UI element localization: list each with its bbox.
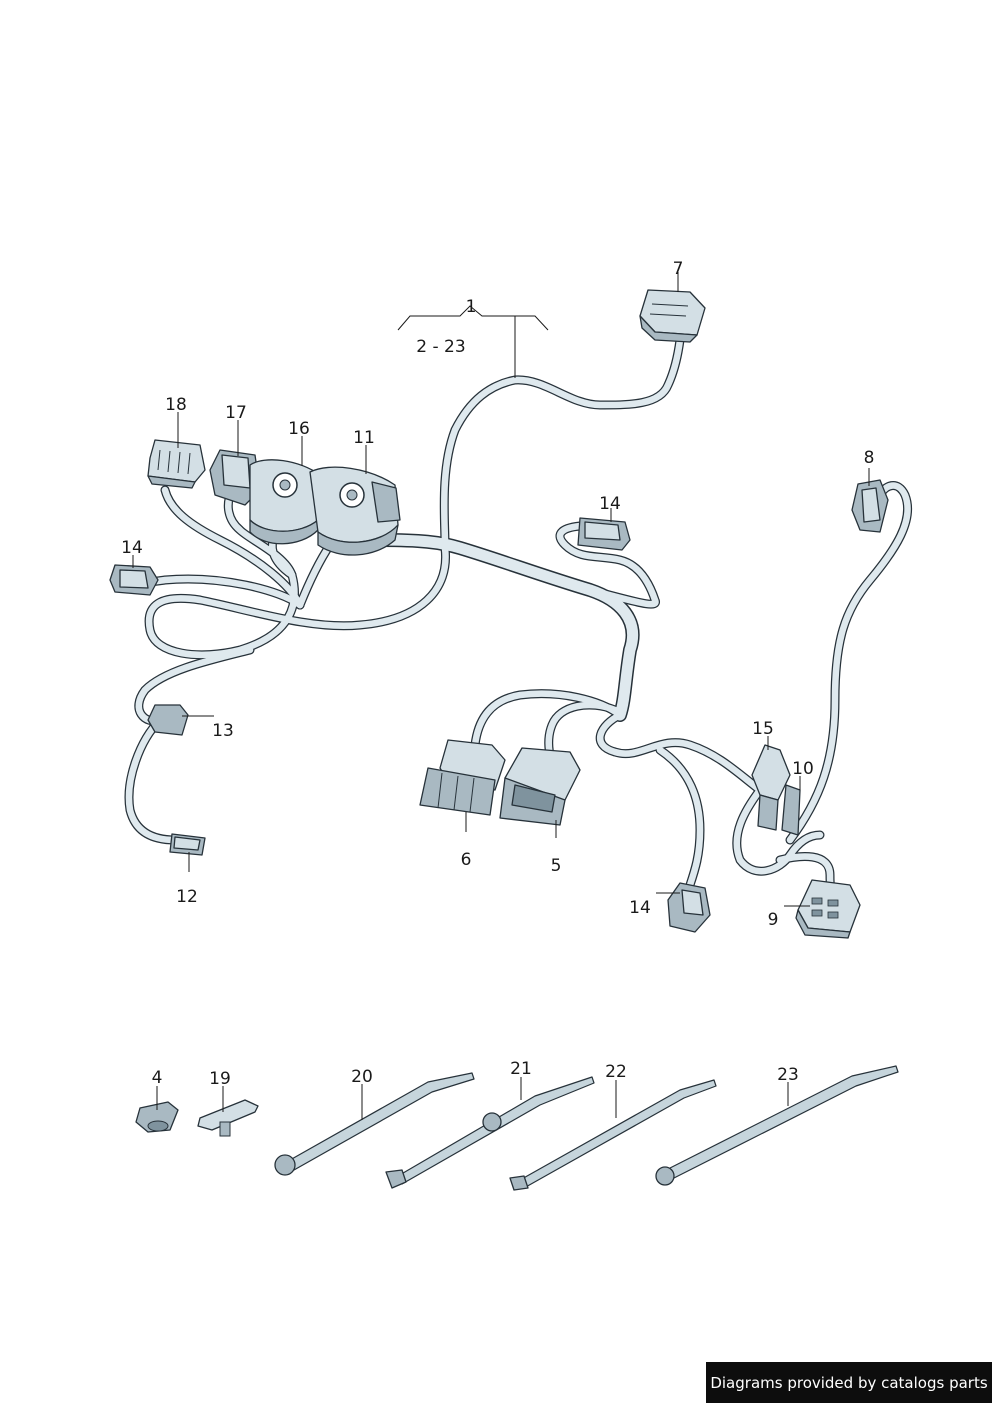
callout-14-left: 14 — [121, 538, 143, 558]
part-4-clip — [135, 1101, 179, 1133]
connector-8 — [851, 479, 889, 533]
callout-14-bottom: 14 — [629, 898, 651, 918]
callout-8: 8 — [864, 448, 875, 468]
connector-6 — [419, 739, 506, 816]
callout-11: 11 — [353, 428, 375, 448]
connector-9 — [795, 879, 861, 939]
part-19-clip — [197, 1099, 259, 1137]
callout-22: 22 — [605, 1062, 627, 1082]
footer-credit-badge: Diagrams provided by catalogs parts — [706, 1362, 992, 1403]
callout-4: 4 — [152, 1068, 163, 1088]
callout-labels: 1 2 - 23 7 8 18 17 16 11 14 14 13 12 15 … — [121, 259, 874, 1089]
part-23-cable-tie — [655, 1065, 899, 1186]
callout-9: 9 — [768, 910, 779, 930]
part-21-cable-tie — [385, 1076, 595, 1189]
connector-7 — [639, 289, 706, 343]
callout-20: 20 — [351, 1067, 373, 1087]
connector-14-left — [109, 564, 159, 596]
callout-13: 13 — [212, 721, 234, 741]
callout-1: 1 — [466, 297, 477, 317]
callout-23: 23 — [777, 1065, 799, 1085]
connector-15 — [751, 744, 791, 831]
clip-13 — [147, 704, 189, 736]
part-22-cable-tie — [509, 1079, 717, 1191]
wiring-harness — [109, 289, 913, 939]
connector-14-top — [577, 517, 631, 551]
callout-14-top: 14 — [599, 494, 621, 514]
harness-wires-fill — [125, 336, 911, 899]
connector-11 — [309, 466, 401, 556]
callout-6: 6 — [461, 850, 472, 870]
connector-5 — [499, 747, 581, 826]
callout-15: 15 — [752, 719, 774, 739]
connector-18 — [147, 439, 206, 489]
callout-16: 16 — [288, 419, 310, 439]
callout-17: 17 — [225, 403, 247, 423]
callout-2-23: 2 - 23 — [416, 337, 465, 357]
connector-10 — [781, 784, 801, 836]
callout-18: 18 — [165, 395, 187, 415]
connector-14-bottom — [667, 882, 711, 933]
footer-credit-text: Diagrams provided by catalogs parts — [710, 1373, 988, 1392]
callout-19: 19 — [209, 1069, 231, 1089]
callout-7: 7 — [673, 259, 684, 279]
callout-12: 12 — [176, 887, 198, 907]
callout-21: 21 — [510, 1059, 532, 1079]
connector-12 — [169, 833, 206, 856]
callout-10: 10 — [792, 759, 814, 779]
connector-16 — [249, 459, 321, 545]
callout-5: 5 — [551, 856, 562, 876]
connector-17 — [209, 449, 261, 506]
part-20-cable-tie — [274, 1072, 475, 1176]
leader-lines — [132, 272, 870, 1120]
